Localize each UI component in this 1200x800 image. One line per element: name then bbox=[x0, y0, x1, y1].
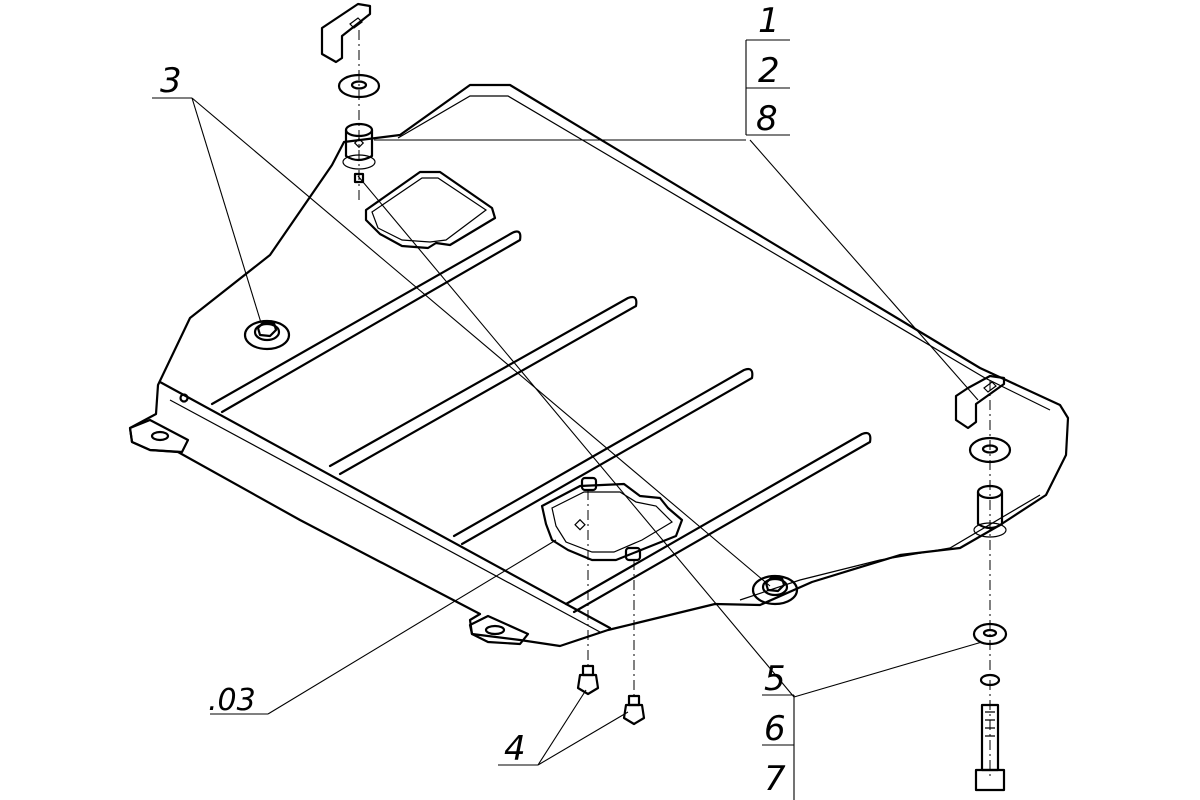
plate-front-bend-inner bbox=[169, 399, 601, 633]
exploded-parts bbox=[320, 2, 1012, 792]
right-washer bbox=[968, 436, 1012, 464]
leader-4-a bbox=[537, 689, 587, 766]
leader-3-left bbox=[191, 97, 263, 327]
left-mount-washer-inner bbox=[253, 322, 281, 342]
right-bolt-thread bbox=[985, 711, 995, 737]
front-left-tab-hole bbox=[150, 430, 170, 442]
label-stack-567-lines bbox=[762, 694, 795, 800]
front-bend-hole bbox=[179, 393, 189, 403]
hatch-bolt-2-shank bbox=[627, 694, 641, 707]
right-bracket-hole bbox=[983, 381, 997, 393]
rib-2 bbox=[328, 295, 638, 476]
leader-3-right bbox=[191, 97, 771, 587]
left-mount-bolt-head bbox=[256, 320, 278, 338]
hatch-square-marker bbox=[574, 518, 586, 531]
hatch-bolt-1-shank bbox=[581, 664, 595, 677]
right-mount-bolt-head bbox=[764, 575, 786, 593]
rear-left-sleeve-marker bbox=[353, 137, 365, 149]
right-lower-washer bbox=[972, 622, 1008, 646]
callout-2: 2 bbox=[758, 51, 780, 91]
right-mount-washer bbox=[751, 574, 799, 606]
plate-outline bbox=[128, 83, 1070, 648]
left-mount-washer bbox=[243, 319, 291, 351]
top-left-bracket-hole bbox=[349, 17, 363, 29]
leader-lines bbox=[152, 39, 983, 800]
right-lock-washer bbox=[979, 673, 1001, 687]
callout-3: 3 bbox=[160, 61, 182, 101]
front-left-tab bbox=[128, 418, 190, 454]
lower-hatch-cover bbox=[540, 482, 684, 562]
callout-4: 4 bbox=[504, 729, 526, 769]
right-sleeve bbox=[976, 490, 1004, 530]
front-right-tab bbox=[468, 614, 530, 646]
callout-1: 1 bbox=[758, 1, 780, 41]
leader-4-b bbox=[537, 711, 629, 766]
hatch-nut-right bbox=[624, 546, 642, 562]
top-left-bracket bbox=[320, 2, 372, 64]
label-stack-128-lines bbox=[745, 39, 790, 136]
upper-hatch-opening bbox=[364, 170, 497, 250]
right-sleeve-base bbox=[973, 522, 1007, 538]
callout-8: 8 bbox=[756, 99, 778, 139]
leader-8-right bbox=[749, 139, 979, 401]
right-lower-washer-hole bbox=[982, 628, 998, 638]
leader-5-right bbox=[793, 641, 983, 698]
hatch-bolt-2 bbox=[622, 703, 646, 726]
top-left-washer-hole bbox=[350, 80, 368, 90]
leader-5-left bbox=[357, 175, 795, 698]
lower-hatch-inner bbox=[551, 491, 673, 553]
plate-flange-top bbox=[397, 95, 1051, 411]
callout-6: 6 bbox=[764, 709, 786, 749]
plate-front-bend bbox=[158, 380, 612, 630]
callout-7: 7 bbox=[764, 759, 786, 799]
rib-4 bbox=[564, 431, 872, 614]
hatch-nut-top bbox=[580, 476, 598, 492]
left-sleeve-nut bbox=[353, 172, 365, 184]
right-bolt-head bbox=[974, 768, 1006, 792]
hatch-bolt-1 bbox=[576, 673, 600, 696]
callout-labels: 1 2 8 3 .03 4 5 6 7 bbox=[160, 1, 786, 799]
plate-right-lower-edge bbox=[739, 494, 1041, 601]
right-sleeve-top bbox=[976, 484, 1004, 500]
front-right-tab-hole bbox=[484, 624, 506, 636]
callout-03: .03 bbox=[208, 683, 256, 718]
rib-1 bbox=[210, 230, 522, 414]
callout-5: 5 bbox=[764, 659, 786, 699]
right-washer-hole bbox=[981, 444, 999, 454]
rib-3 bbox=[452, 367, 754, 546]
right-mount-washer-inner bbox=[761, 577, 789, 597]
upper-hatch-inner bbox=[371, 177, 488, 243]
skid-plate bbox=[128, 83, 1070, 648]
right-bracket bbox=[954, 374, 1006, 430]
top-left-washer bbox=[337, 73, 381, 99]
leader-03 bbox=[267, 539, 557, 715]
